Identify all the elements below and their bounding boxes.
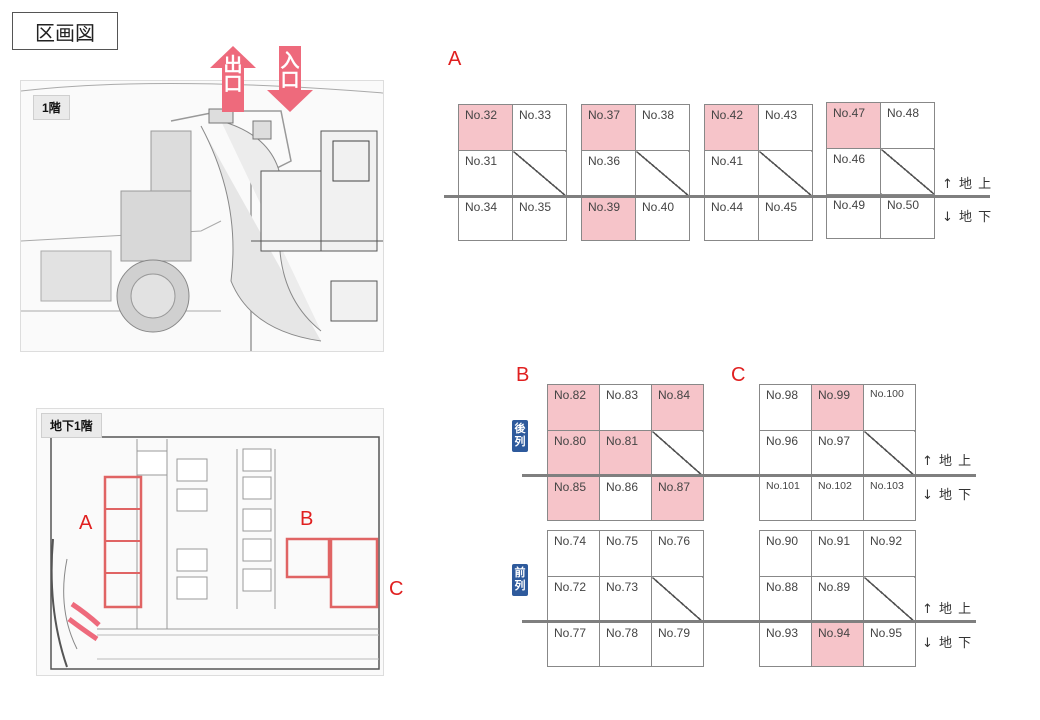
plan-letter-c: C <box>389 578 404 600</box>
section-b-back-block: No.82 No.83 No.84 No.80 No.81 No.85 No.8… <box>547 384 704 521</box>
slot-cell: No.42 <box>704 104 759 151</box>
section-a-below-ground: ↓ 地 下 <box>942 210 993 225</box>
empty-slot-cell <box>863 576 916 623</box>
slot-cell: No.93 <box>759 622 812 667</box>
back-row-above-ground: ↑ 地 上 <box>922 454 973 469</box>
slot-cell: No.79 <box>651 622 704 667</box>
empty-slot-cell <box>863 430 916 477</box>
empty-slot-cell <box>512 150 567 197</box>
slot-cell: No.100 <box>863 384 916 431</box>
slot-cell: No.76 <box>651 530 704 577</box>
entrance-arrow: 入口 <box>267 46 313 112</box>
slot-cell: No.92 <box>863 530 916 577</box>
slot-cell: No.80 <box>547 430 600 477</box>
slot-cell: No.96 <box>759 430 812 477</box>
slot-cell: No.78 <box>599 622 652 667</box>
slot-cell: No.86 <box>599 476 652 521</box>
floor-b1-plan-drawing <box>37 409 383 675</box>
slot-cell: No.85 <box>547 476 600 521</box>
front-row-below-ground: ↓ 地 下 <box>922 636 973 651</box>
slot-cell: No.36 <box>581 150 636 197</box>
section-a-block-3: No.42 No.43 No.41 No.44 No.45 <box>704 104 813 241</box>
plan-letter-b: B <box>300 508 314 530</box>
slot-cell: No.48 <box>880 102 935 149</box>
row-tag-back-b: 後列 <box>512 420 528 452</box>
slot-cell: No.46 <box>826 148 881 195</box>
empty-slot-cell <box>651 576 704 623</box>
section-c-label: C <box>731 364 746 386</box>
section-b-front-block: No.74 No.75 No.76 No.72 No.73 No.77 No.7… <box>547 530 704 667</box>
slot-cell: No.98 <box>759 384 812 431</box>
slot-cell: No.73 <box>599 576 652 623</box>
section-a-block-2: No.37 No.38 No.36 No.39 No.40 <box>581 104 690 241</box>
slot-cell: No.83 <box>599 384 652 431</box>
floor1-label: 1階 <box>33 95 70 120</box>
slot-cell: No.84 <box>651 384 704 431</box>
slot-cell: No.87 <box>651 476 704 521</box>
front-row-above-ground: ↑ 地 上 <box>922 602 973 617</box>
section-c-front-block: No.90 No.91 No.92 No.88 No.89 No.93 No.9… <box>759 530 916 667</box>
slot-cell: No.47 <box>826 102 881 149</box>
slot-cell: No.49 <box>826 194 881 239</box>
slot-cell: No.102 <box>811 476 864 521</box>
slot-cell: No.34 <box>458 196 513 241</box>
section-c-back-block: No.98 No.99 No.100 No.96 No.97 No.101 No… <box>759 384 916 521</box>
slot-cell: No.33 <box>512 104 567 151</box>
slot-cell: No.99 <box>811 384 864 431</box>
section-a-ground-line <box>444 195 990 198</box>
back-row-ground-line <box>522 474 976 477</box>
floor-b1-plan-image: 地下1階 <box>36 408 384 676</box>
slot-cell: No.37 <box>581 104 636 151</box>
floor-b1-label: 地下1階 <box>41 413 102 438</box>
floor1-plan-drawing <box>21 81 383 351</box>
slot-cell: No.94 <box>811 622 864 667</box>
back-row-below-ground: ↓ 地 下 <box>922 488 973 503</box>
slot-cell: No.97 <box>811 430 864 477</box>
slot-cell: No.45 <box>758 196 813 241</box>
empty-slot-cell <box>651 430 704 477</box>
section-b-label: B <box>516 364 530 386</box>
slot-cell: No.31 <box>458 150 513 197</box>
entrance-arrow-shape <box>267 46 313 112</box>
section-a-above-ground: ↑ 地 上 <box>942 177 993 192</box>
slot-cell: No.91 <box>811 530 864 577</box>
empty-slot-cell <box>880 148 935 195</box>
slot-cell: No.43 <box>758 104 813 151</box>
exit-arrow: 出口 <box>210 46 256 112</box>
section-a-block-1: No.32 No.33 No.31 No.34 No.35 <box>458 104 567 241</box>
slot-cell: No.90 <box>759 530 812 577</box>
floor1-plan-image: 1階 <box>20 80 384 352</box>
plan-letter-a: A <box>79 512 93 534</box>
slot-cell: No.38 <box>635 104 690 151</box>
slot-cell: No.74 <box>547 530 600 577</box>
slot-cell: No.103 <box>863 476 916 521</box>
slot-cell: No.44 <box>704 196 759 241</box>
slot-cell: No.82 <box>547 384 600 431</box>
slot-cell: No.35 <box>512 196 567 241</box>
entrance-label: 入口 <box>280 51 300 91</box>
section-a-label: A <box>448 48 462 70</box>
row-tag-front-b: 前列 <box>512 564 528 596</box>
slot-cell: No.101 <box>759 476 812 521</box>
slot-cell: No.32 <box>458 104 513 151</box>
slot-cell: No.72 <box>547 576 600 623</box>
slot-cell: No.40 <box>635 196 690 241</box>
exit-arrow-shape <box>210 46 256 112</box>
slot-cell: No.81 <box>599 430 652 477</box>
slot-cell: No.88 <box>759 576 812 623</box>
slot-cell: No.95 <box>863 622 916 667</box>
page-title: 区画図 <box>12 12 118 50</box>
empty-slot-cell <box>635 150 690 197</box>
section-a-block-4: No.47 No.48 No.46 No.49 No.50 <box>826 102 935 239</box>
slot-cell: No.41 <box>704 150 759 197</box>
front-row-ground-line <box>522 620 976 623</box>
exit-label: 出口 <box>223 55 243 95</box>
empty-slot-cell <box>758 150 813 197</box>
slot-cell: No.77 <box>547 622 600 667</box>
slot-cell: No.50 <box>880 194 935 239</box>
slot-cell: No.89 <box>811 576 864 623</box>
slot-cell: No.39 <box>581 196 636 241</box>
slot-cell: No.75 <box>599 530 652 577</box>
